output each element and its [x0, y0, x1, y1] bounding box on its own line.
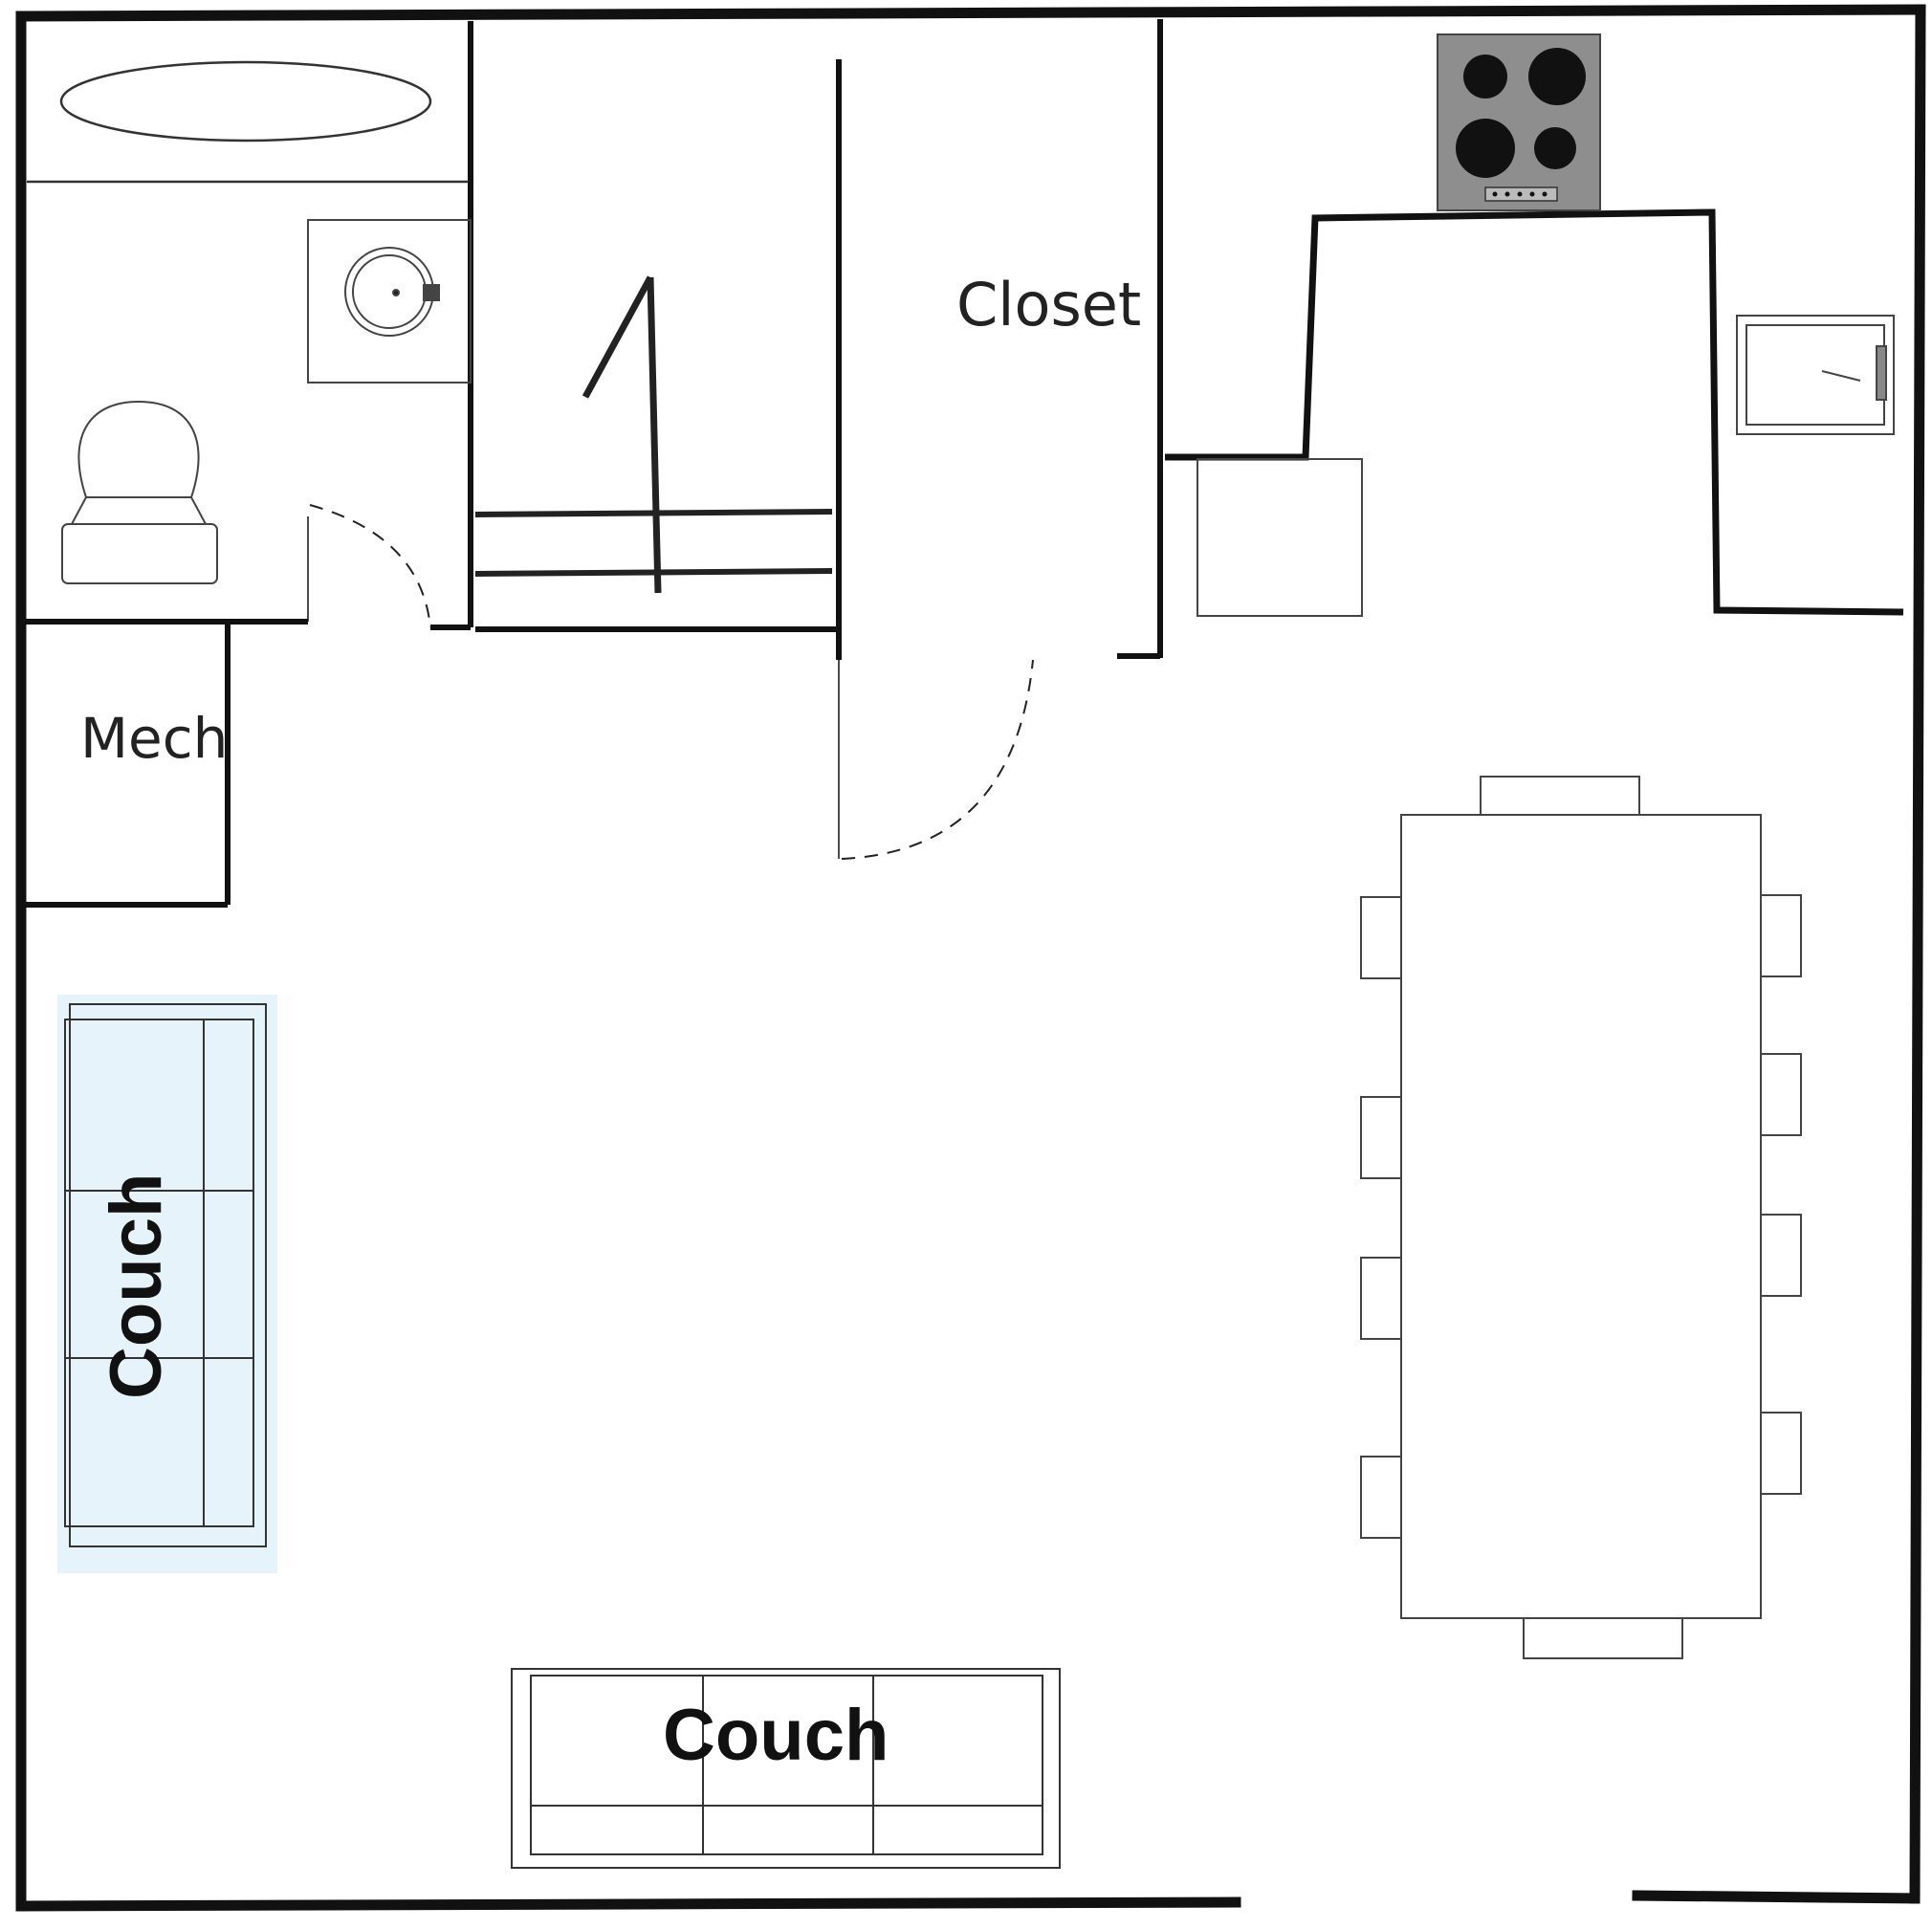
dining-chair — [1360, 1096, 1402, 1179]
stove-icon — [1437, 33, 1601, 211]
toilet-tank — [61, 523, 218, 584]
toilet-bowl — [77, 400, 200, 498]
couch-bottom — [511, 1668, 1061, 1869]
dining-chair — [1480, 776, 1640, 816]
bathtub-icon — [27, 60, 469, 184]
door-swings — [309, 504, 1034, 860]
dining-chair — [1360, 896, 1402, 979]
stove-burner — [1463, 55, 1507, 99]
kitchen-sink-faucet — [1876, 345, 1887, 401]
stove-burner — [1534, 127, 1576, 169]
stove-knob — [1504, 191, 1510, 197]
interior-walls — [21, 19, 1904, 908]
stove-knob — [1492, 191, 1498, 197]
sink-icon — [307, 219, 472, 384]
stove-burner — [1528, 48, 1586, 105]
dining-chair — [1760, 1412, 1802, 1495]
couch-left-label: Couch — [96, 1173, 177, 1399]
sink-faucet — [423, 284, 440, 301]
stove-knob — [1517, 191, 1523, 197]
couch-bottom-inner — [530, 1675, 1043, 1855]
toilet-seat-right — [190, 496, 207, 525]
dining-chair — [1360, 1257, 1402, 1340]
toilet-icon — [61, 400, 218, 584]
closet-label: Closet — [956, 270, 1141, 340]
stove-knob — [1529, 191, 1535, 197]
wall-bottom-right — [1632, 1890, 1921, 1904]
kitchen-sink-icon — [1736, 315, 1895, 435]
kitchen-sink-drain — [1821, 370, 1861, 382]
kitchen-counter-wall — [1165, 208, 1904, 616]
dining-chair — [1760, 1214, 1802, 1297]
stove-knobs — [1492, 191, 1548, 197]
dining-chair — [1760, 1053, 1802, 1136]
dining-chair — [1360, 1456, 1402, 1539]
couch-left-inner — [64, 1019, 254, 1527]
kitchen-sink-counter — [1736, 315, 1895, 435]
vanity-counter — [307, 219, 472, 384]
stairs-arrow-icon — [474, 275, 833, 594]
bathroom-door-swing — [309, 504, 431, 628]
closet-door-swing — [841, 659, 1034, 860]
wall-bottom-left — [15, 1896, 1241, 1912]
dining-chair — [1760, 894, 1802, 977]
kitchen-cabinet — [1197, 458, 1363, 617]
stove-burner — [1456, 119, 1515, 178]
sink-drain — [392, 289, 400, 296]
stair-arrow-head — [582, 275, 654, 399]
bathtub-basin — [59, 60, 432, 142]
wall-top — [15, 4, 1926, 22]
stair-tread-2 — [474, 568, 833, 577]
sink-basin — [344, 247, 434, 337]
dining-table-top — [1400, 814, 1762, 1619]
couch-left-frame — [69, 1003, 267, 1547]
dining-table-icon — [1360, 776, 1802, 1659]
sink-basin-inner — [352, 254, 427, 329]
stove-knob — [1542, 191, 1548, 197]
outer-walls — [15, 4, 1926, 1912]
toilet-seat-left — [71, 496, 87, 525]
stair-arrow-shaft — [647, 276, 662, 594]
wall-right — [1909, 4, 1926, 1904]
couch-bottom-frame — [511, 1668, 1061, 1869]
mech-label: Mech — [80, 706, 228, 771]
kitchen-sink-basin — [1745, 324, 1885, 426]
couch-bottom-label: Couch — [663, 1695, 889, 1776]
dining-chair — [1523, 1617, 1683, 1659]
couch-left-highlight — [57, 995, 277, 1573]
couch-left — [57, 995, 277, 1573]
